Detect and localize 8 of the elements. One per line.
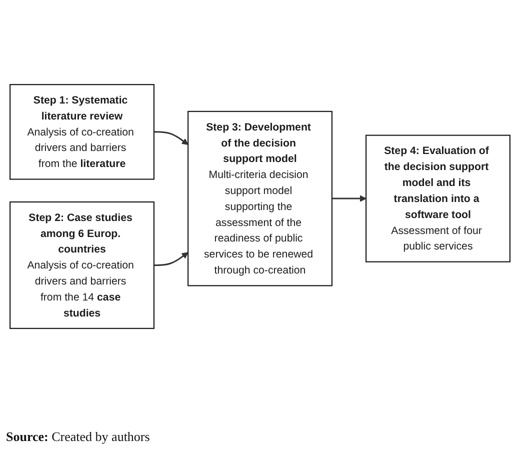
node-box: Step 1: Systematic literature review Analysis of co-creation drivers and barriers from the literature <box>10 84 155 180</box>
node-box: Step 2: Case studies among 6 Europ. countries Analysis of co-creation drivers and barriers from the 14 case studies <box>10 201 155 329</box>
source-caption: Source: Created by authors <box>6 429 150 445</box>
arrow <box>332 195 366 202</box>
arrow <box>154 252 188 266</box>
node-box: Step 3: Development of the decision support model Multi-criteria decision support model supporting the assessment of the readiness of public services to be renewed through co-creation <box>187 110 333 286</box>
node-box: Step 4: Evaluation of the decision support model and its translation into a software tool Assessment of four public services <box>365 134 510 262</box>
arrow <box>154 131 188 145</box>
